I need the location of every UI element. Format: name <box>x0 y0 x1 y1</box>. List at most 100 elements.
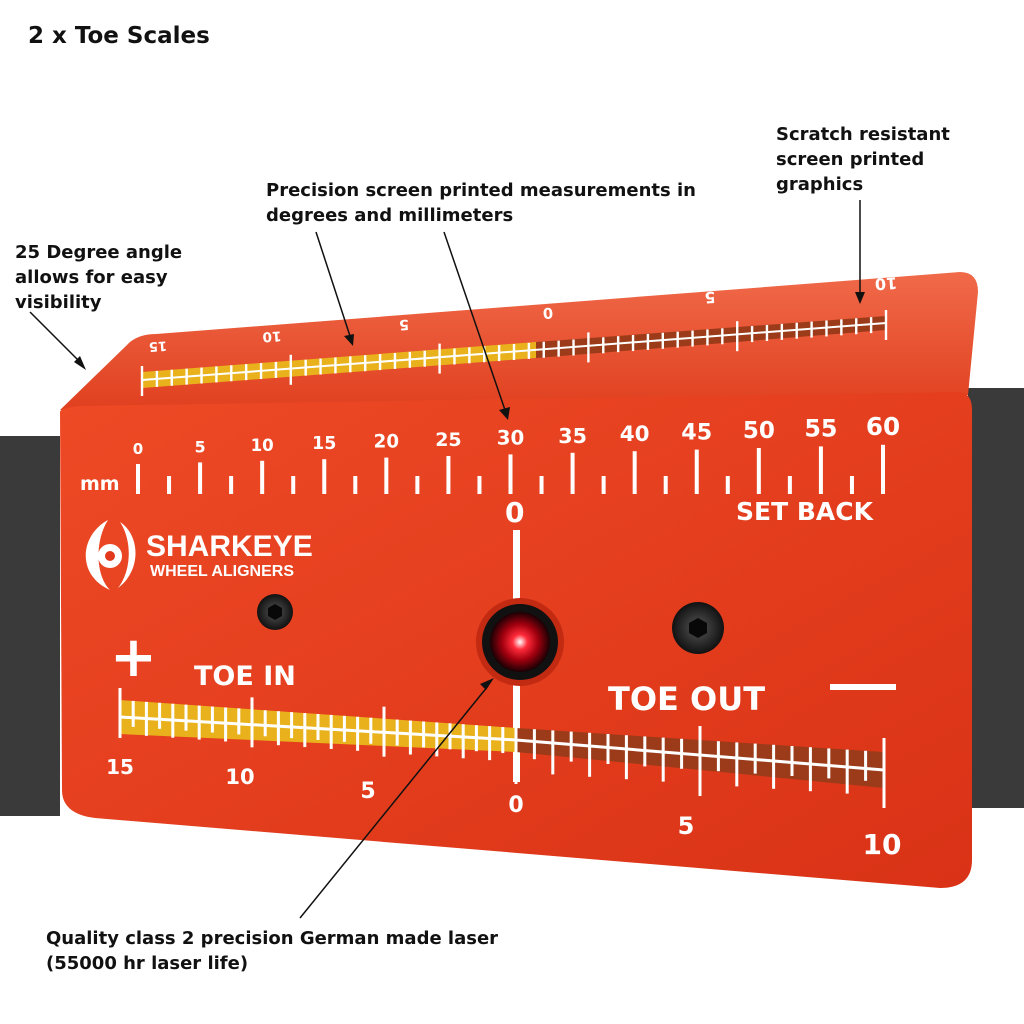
laser-emitter-icon <box>476 598 564 686</box>
top-scale-tick <box>676 331 679 348</box>
toe-in-tick <box>474 725 478 752</box>
mm-scale-label: 60 <box>866 412 900 441</box>
toe-out-tick <box>661 737 665 782</box>
mm-scale-ticks <box>136 444 885 494</box>
toe-in-tick <box>184 704 188 731</box>
top-scale-tick <box>646 333 650 350</box>
top-scale-label: 10 <box>874 273 898 294</box>
mm-tick <box>632 451 637 494</box>
mm-tick <box>787 476 792 494</box>
toe-in-tick <box>488 726 492 761</box>
brand-name: SHARKEYE <box>146 530 313 563</box>
toe-in-tick <box>171 703 175 738</box>
toe-in-tick <box>329 714 333 749</box>
callout-angle: 25 Degree angle allows for easy visibili… <box>15 242 183 313</box>
toe-out-tick <box>808 747 812 792</box>
mm-scale-label: 40 <box>620 422 650 447</box>
top-scale-tick <box>810 321 813 338</box>
callout-arrows <box>29 200 865 919</box>
top-scale-tick <box>840 319 843 336</box>
toe-in-tick <box>435 722 439 757</box>
top-scale-tick <box>706 329 709 346</box>
toe-in-tick <box>131 700 135 727</box>
callout-laser: Quality class 2 precision German made la… <box>46 928 499 974</box>
toe-out-tick <box>882 738 886 808</box>
arrow-precision-mm <box>443 231 506 411</box>
toe-out-tick <box>790 746 794 776</box>
top-scale-tick <box>378 354 382 371</box>
mm-tick <box>136 464 140 494</box>
top-scale-tick <box>765 324 769 341</box>
toe-in-tick <box>224 707 228 742</box>
mm-tick <box>601 476 606 494</box>
top-scale-tick <box>349 356 352 373</box>
top-scale-tick <box>527 342 531 359</box>
mm-tick <box>198 462 203 494</box>
toe-out-tick <box>864 750 868 781</box>
mm-unit-label: mm <box>80 473 120 495</box>
toe-in-tick <box>210 706 214 733</box>
top-scale-tick <box>304 359 307 376</box>
top-scale-tick <box>557 340 560 357</box>
mm-scale-label: 10 <box>251 436 274 455</box>
toe-in-tick <box>316 714 320 740</box>
mm-scale-label: 35 <box>558 424 587 448</box>
mm-tick <box>881 444 885 494</box>
toe-in-label-value: 15 <box>106 755 134 779</box>
top-scale-tick <box>453 348 456 365</box>
mm-tick <box>725 476 730 494</box>
toe-out-tick <box>643 736 647 767</box>
mm-tick <box>694 449 699 494</box>
top-scale-tick <box>319 358 322 375</box>
callout-scratch: Scratch resistant screen printed graphic… <box>776 124 950 195</box>
mm-tick <box>508 454 513 494</box>
toe-out-tick <box>680 738 684 769</box>
brand-logo: SHARKEYE WHEEL ALIGNERS <box>85 520 313 590</box>
mm-tick <box>229 476 234 494</box>
top-scale-label: 5 <box>398 316 409 333</box>
toe-out-tick <box>606 734 610 764</box>
mm-tick <box>756 448 761 494</box>
top-scale-tick <box>691 330 694 347</box>
minus-sign <box>830 684 896 690</box>
page-title: 2 x Toe Scales <box>28 23 210 49</box>
top-scale-tick <box>215 366 218 383</box>
mm-tick <box>539 476 544 494</box>
toe-out-label: TOE OUT <box>608 680 765 718</box>
top-scale-tick <box>259 363 263 380</box>
toe-out-label-value: 5 <box>678 812 695 840</box>
left-bolt-icon <box>257 594 293 630</box>
mm-scale-label: 50 <box>743 418 775 444</box>
arrow-precision-top <box>315 231 351 337</box>
mm-tick <box>818 446 823 494</box>
mm-tick <box>477 476 482 494</box>
top-scale-tick <box>393 352 397 369</box>
toe-in-tick <box>118 688 122 738</box>
toe-out-tick <box>735 742 739 787</box>
toe-scale <box>118 688 886 808</box>
mm-scale-label: 30 <box>497 426 525 449</box>
toe-out-tick <box>569 731 573 762</box>
top-scale-tick <box>780 323 784 340</box>
top-scale-tick <box>155 370 159 387</box>
top-scale-tick <box>334 357 337 374</box>
arrow-laser <box>299 685 489 919</box>
toe-out-tick <box>624 735 628 780</box>
mm-tick <box>570 452 575 494</box>
strap-right <box>968 388 1024 808</box>
top-scale-label: 10 <box>262 327 282 344</box>
toe-in-label: TOE IN <box>194 661 296 692</box>
mm-scale-label: 20 <box>374 432 399 453</box>
toe-out-tick <box>588 732 592 777</box>
top-scale-tick <box>512 344 516 360</box>
top-scale-tick <box>468 347 471 364</box>
toe-in-label-value: 5 <box>360 779 375 804</box>
mm-tick <box>260 460 265 494</box>
top-scale-tick <box>616 336 620 353</box>
mm-tick <box>322 459 327 494</box>
toe-out-label-value: 10 <box>863 828 902 861</box>
top-scale-tick <box>631 335 635 352</box>
toe-out-tick <box>827 748 831 779</box>
